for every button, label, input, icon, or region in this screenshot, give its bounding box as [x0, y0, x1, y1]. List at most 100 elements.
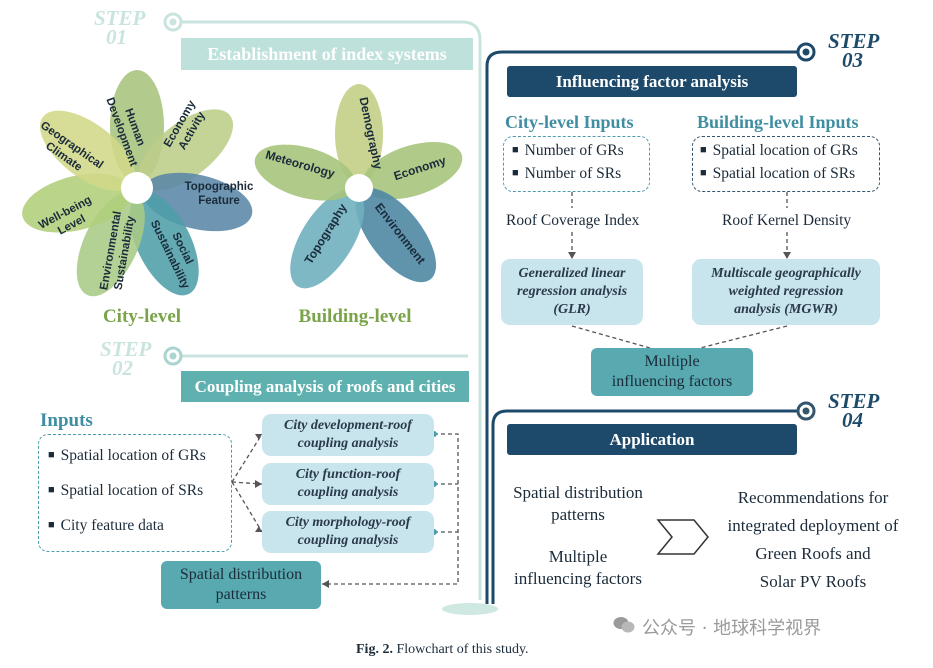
- coupling-development: City development-roof coupling analysis: [262, 414, 434, 456]
- app-right-line4: Solar PV Roofs: [759, 572, 867, 591]
- app-left1-line2: patterns: [551, 505, 605, 524]
- step4-label: STEP 04: [828, 389, 880, 432]
- glr-line2: regression analysis: [516, 284, 628, 299]
- coupling-function-line1: City function-roof: [295, 467, 401, 482]
- step4-connector: [491, 409, 800, 604]
- roof-coverage-index: Roof Coverage Index: [506, 212, 640, 229]
- coupling-development-line2: coupling analysis: [297, 436, 399, 451]
- label-topographic-feature-1: Topographic: [185, 181, 254, 193]
- building-inputs-item-1: Spatial location of GRs: [700, 142, 858, 160]
- coupling-morphology-line2: coupling analysis: [297, 533, 399, 548]
- label-topographic-feature: Topographic Feature: [185, 181, 254, 207]
- step2-word: STEP: [100, 337, 152, 361]
- coupling-development-line1: City development-roof: [284, 418, 412, 433]
- step3-word: STEP: [828, 29, 880, 53]
- step1-word: STEP: [94, 6, 146, 30]
- caption-text: Flowchart of this study.: [396, 642, 529, 657]
- spatial-box-line1: Spatial distribution: [179, 566, 303, 583]
- city-flower-center: [121, 172, 153, 204]
- step1-banner: Establishment of index systems: [181, 38, 473, 70]
- roof-kernel-density: Roof Kernel Density: [722, 212, 852, 229]
- city-level-label: City-level: [102, 306, 182, 327]
- glr-box: Generalized linear regression analysis (GL…: [501, 259, 643, 325]
- watermark-text: 公众号 · 地球科学视界: [642, 618, 822, 639]
- step2-banner-text: Coupling analysis of roofs and cities: [194, 376, 456, 396]
- step4-banner-text: Application: [609, 429, 695, 449]
- app-right-line2: integrated deployment of: [727, 516, 899, 535]
- application-recommendations: Recommendations for integrated deploymen…: [712, 484, 914, 596]
- app-right-line1: Recommendations for: [737, 488, 889, 507]
- petal-geographical-climate: [39, 110, 136, 191]
- inputs-title: Inputs: [40, 410, 93, 431]
- building-flower-center: [345, 174, 373, 202]
- right-arrow-icon: [656, 519, 709, 555]
- inputs-item-1: Spatial location of GRs: [48, 447, 206, 465]
- coupling-morphology: City morphology-roof coupling analysis: [262, 511, 434, 553]
- app-right-line3: Green Roofs and: [755, 544, 871, 563]
- inputs-item-2: Spatial location of SRs: [48, 482, 204, 500]
- petal-meteorology: [254, 144, 356, 201]
- step4-word: STEP: [828, 389, 880, 413]
- figure-caption: Fig. 2. Flowchart of this study.: [356, 642, 529, 658]
- petal-topography: [290, 189, 365, 289]
- step1-connector: [176, 20, 482, 600]
- factors-box-line2: influencing factors: [611, 373, 733, 390]
- mgwr-line3: analysis (MGWR): [734, 302, 838, 317]
- petal-environment: [355, 188, 437, 283]
- city-inputs-item-2: Number of SRs: [512, 165, 621, 183]
- petal-economy: [362, 141, 463, 200]
- application-spatial-patterns: Spatial distribution patterns: [498, 482, 658, 526]
- mgwr-line1: Multiscale geographically: [711, 266, 861, 281]
- step1-number: 01: [106, 25, 127, 49]
- step4-banner: Application: [507, 424, 797, 455]
- mgwr-box: Multiscale geographically weighted regres…: [692, 259, 880, 325]
- inputs-box: [38, 434, 232, 552]
- step2-label: STEP 02: [100, 337, 152, 380]
- step3-number: 03: [842, 48, 863, 72]
- caption-label: Fig. 2.: [356, 642, 393, 657]
- glr-line1: Generalized linear: [518, 266, 626, 281]
- step2-number: 02: [112, 356, 133, 380]
- city-inputs-item-1: Number of GRs: [512, 142, 624, 160]
- base-ellipse: [442, 603, 498, 615]
- petal-demography: [335, 84, 383, 184]
- wechat-icon: [613, 616, 635, 634]
- step1-banner-text: Establishment of index systems: [207, 43, 447, 64]
- coupling-function-line2: coupling analysis: [297, 485, 399, 500]
- city-inputs-title: City-level Inputs: [505, 112, 634, 132]
- glr-line3: (GLR): [553, 302, 591, 317]
- building-inputs-title: Building-level Inputs: [697, 112, 859, 132]
- step3-banner: Influencing factor analysis: [507, 66, 797, 97]
- petal-economy-activity: [138, 109, 234, 191]
- petal-environmental-sustainability: [76, 192, 145, 297]
- building-level-label: Building-level: [298, 306, 412, 327]
- building-flower: Demography Economy Environment Topograph…: [254, 84, 463, 289]
- application-influencing-factors: Multiple influencing factors: [498, 546, 658, 590]
- step3-label: STEP 03: [828, 29, 880, 72]
- city-flower: Human Development Economy Activity Topog…: [22, 70, 254, 297]
- step3-dashed-arrows: [571, 192, 788, 349]
- step2-dashed-arrows: [231, 433, 459, 585]
- app-left1-line1: Spatial distribution: [513, 483, 643, 502]
- petal-social-sustainability: [129, 192, 199, 296]
- spatial-box-line2: patterns: [215, 586, 267, 603]
- app-left2-line1: Multiple: [548, 547, 608, 566]
- label-topographic-feature-2: Feature: [198, 195, 240, 207]
- step3-connector: [485, 50, 800, 604]
- step4-number: 04: [842, 408, 863, 432]
- building-inputs-box: [692, 136, 880, 192]
- label-environmental-sustainability: Environmental Sustainability: [98, 210, 137, 291]
- mgwr-line2: weighted regression: [728, 284, 844, 299]
- spatial-distribution-box: Spatial distribution patterns: [161, 561, 321, 609]
- coupling-function: City function-roof coupling analysis: [262, 463, 434, 505]
- factors-box-line1: Multiple: [644, 353, 700, 370]
- step1-label: STEP 01: [94, 6, 146, 49]
- building-inputs-item-2: Spatial location of SRs: [700, 165, 856, 183]
- step3-banner-text: Influencing factor analysis: [555, 71, 749, 91]
- app-left2-line2: influencing factors: [514, 569, 642, 588]
- coupling-morphology-line1: City morphology-roof: [285, 515, 411, 530]
- city-inputs-box: [503, 136, 650, 192]
- multiple-factors-box: Multiple influencing factors: [591, 348, 753, 396]
- inputs-item-3: City feature data: [48, 517, 164, 535]
